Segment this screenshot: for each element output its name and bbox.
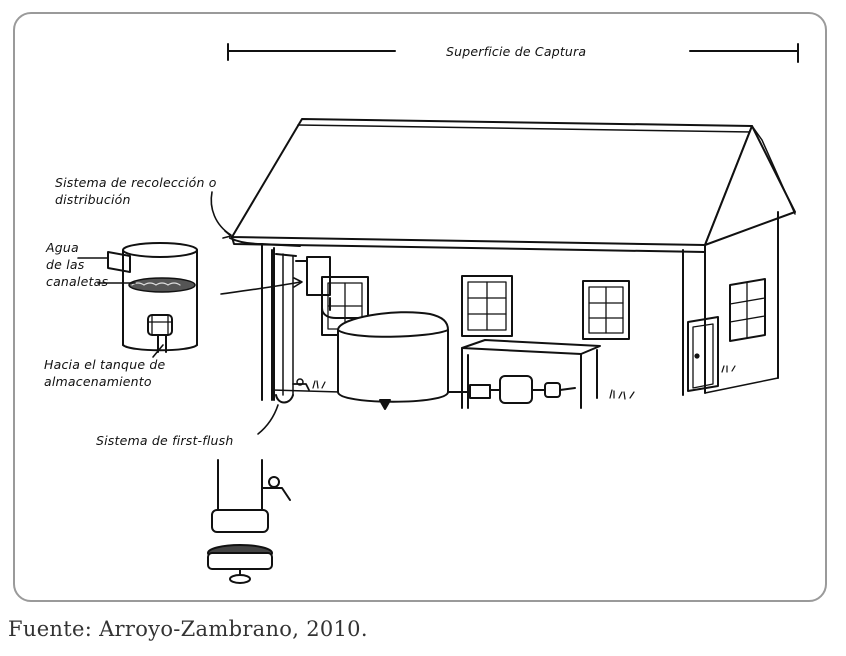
storage-tank [337, 311, 449, 410]
house-drawing [229, 118, 796, 410]
capture-surface-label: Superficie de Captura [446, 44, 587, 59]
label-arrows [77, 191, 303, 435]
to-tank-label-line1: Hacia el tanque de [44, 357, 166, 372]
window [461, 275, 513, 337]
figure-caption: Fuente: Arroyo-Zambrano, 2010. [8, 617, 368, 641]
window [582, 280, 630, 340]
gutter-water-label-line2: de las [46, 257, 85, 272]
window [729, 278, 766, 342]
figure-frame [13, 12, 827, 602]
collection-system-label-line1: Sistema de recolección o [55, 175, 217, 190]
collection-system-label-line2: distribución [55, 192, 131, 207]
gable [704, 125, 796, 246]
downspout [229, 237, 361, 404]
roof [231, 118, 753, 246]
gutter-water-label-line1: Agua [46, 240, 79, 255]
first-flush-inset [207, 459, 291, 584]
gutter-filter-inset [107, 242, 198, 353]
door [687, 316, 719, 392]
to-tank-label-line2: almacenamiento [44, 374, 152, 389]
gutter-water-label-line3: canaletas [46, 274, 109, 289]
pump-shed [447, 339, 601, 409]
first-flush-label: Sistema de first-flush [96, 433, 234, 448]
capture-surface-dimension-line [227, 43, 799, 63]
